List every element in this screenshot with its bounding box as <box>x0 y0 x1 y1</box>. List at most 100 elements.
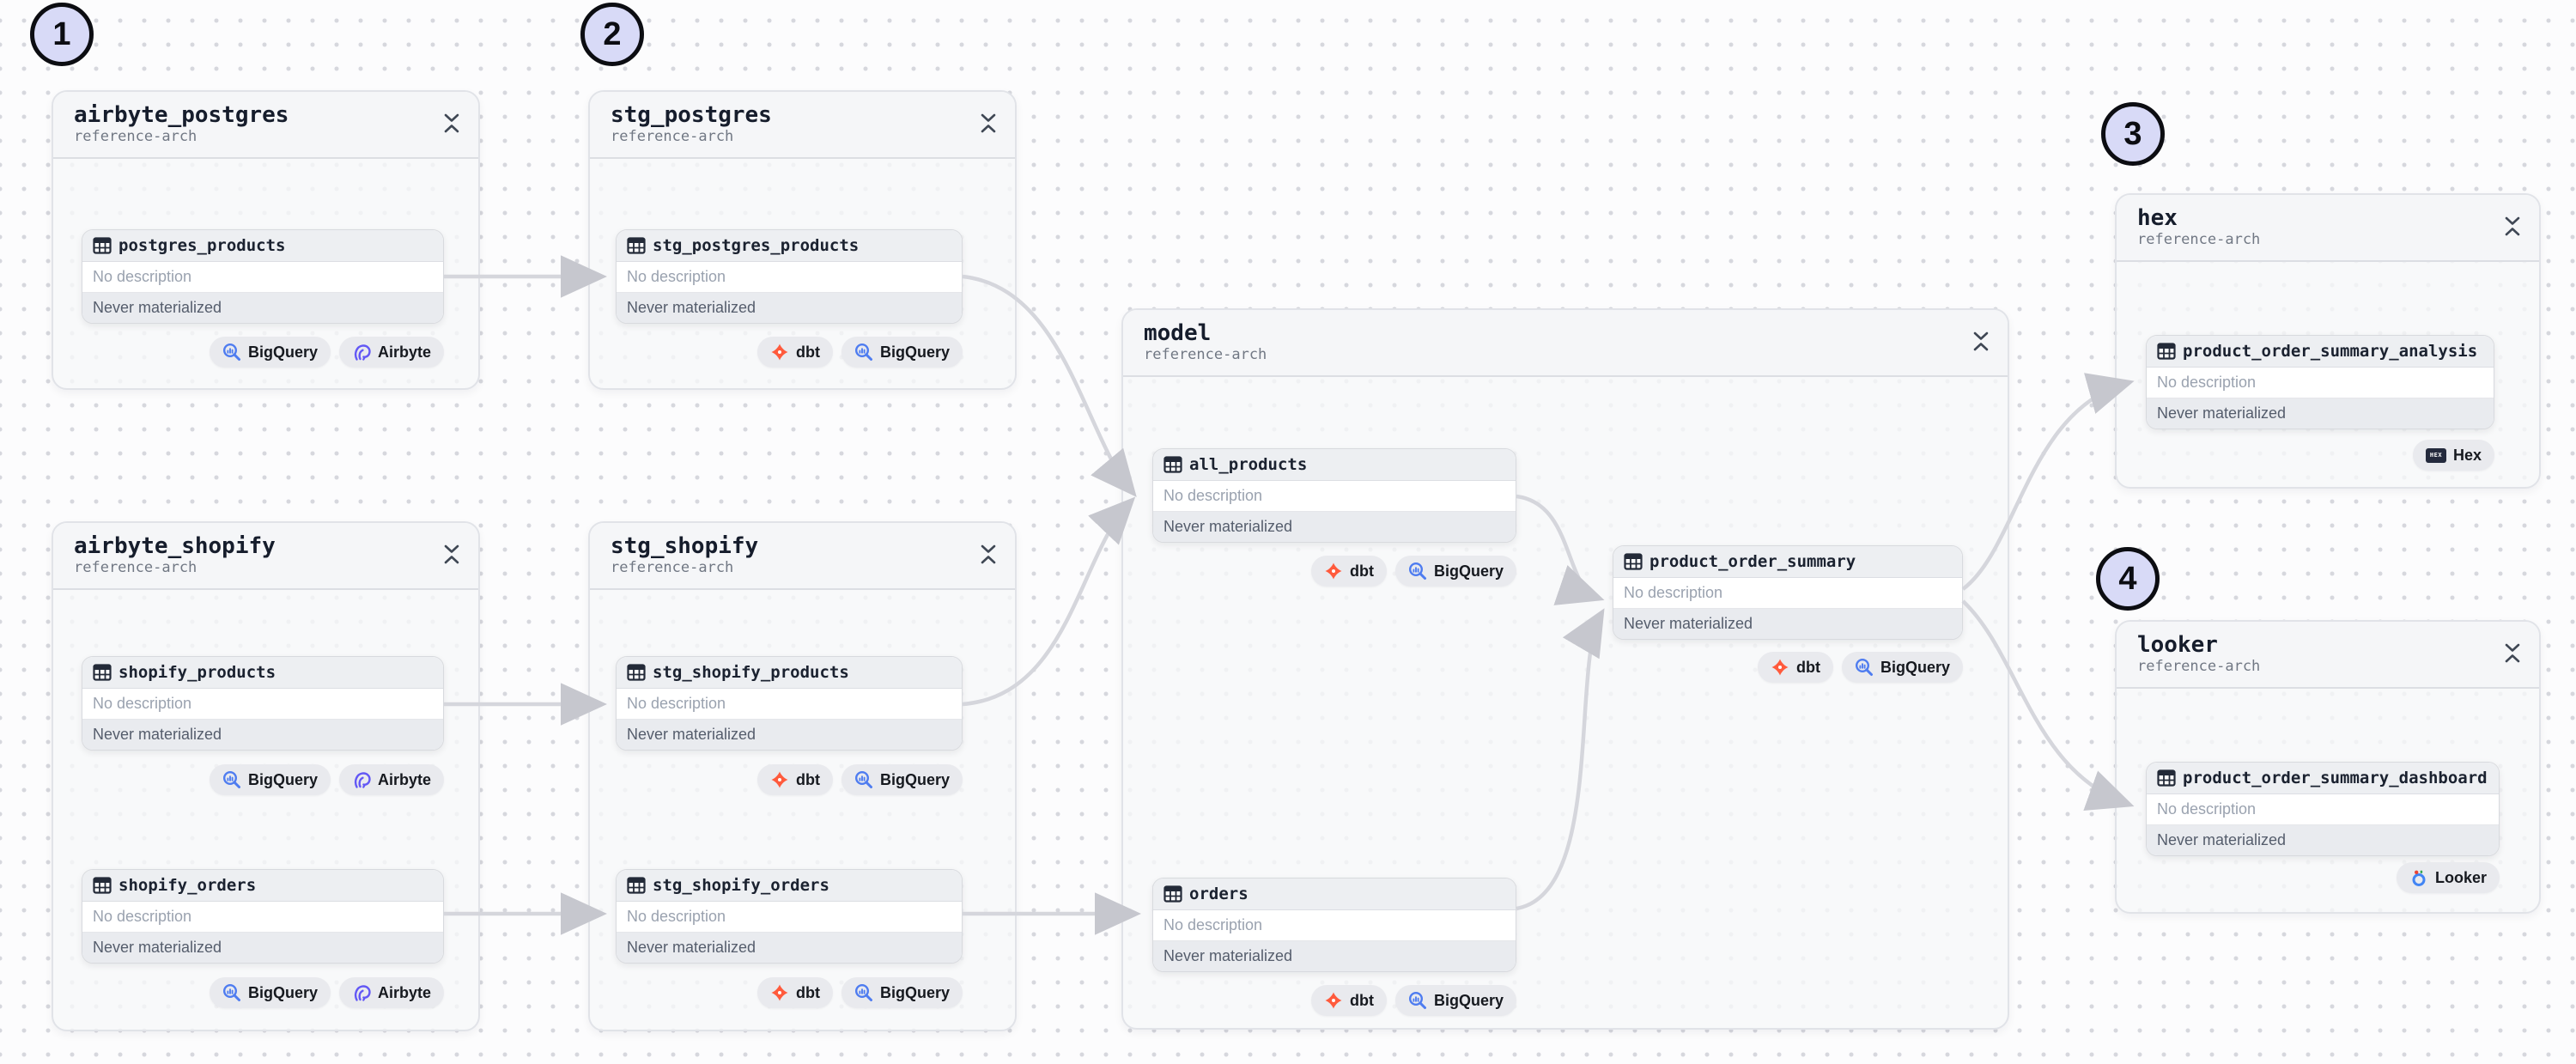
group-subtitle: reference-arch <box>74 558 197 576</box>
collapse-vertical-icon[interactable] <box>2503 642 2522 665</box>
node-description: No description <box>617 689 962 720</box>
badge-looker: Looker <box>2396 862 2500 893</box>
node-description: No description <box>617 902 962 933</box>
collapse-vertical-icon[interactable] <box>1971 331 1990 353</box>
node-shopify-orders[interactable]: shopify_orders No description Never mate… <box>82 869 444 964</box>
badge-dbt: dbt <box>756 977 833 1008</box>
annotation-marker-2: 2 <box>580 3 644 66</box>
bigquery-icon <box>222 983 240 1001</box>
table-icon <box>2157 343 2176 360</box>
looker-icon <box>2412 869 2426 886</box>
dbt-icon <box>771 771 788 788</box>
table-icon <box>93 664 112 681</box>
node-product-order-summary-analysis[interactable]: product_order_summary_analysis No descri… <box>2146 335 2494 429</box>
bigquery-icon <box>222 343 240 361</box>
node-product-order-summary-dashboard[interactable]: product_order_summary_dashboard No descr… <box>2146 762 2500 856</box>
badge-label: Hex <box>2452 446 2482 464</box>
airbyte-icon <box>354 985 371 1001</box>
group-hex[interactable]: hex reference-arch product_order_summary… <box>2115 193 2541 489</box>
node-name: shopify_products <box>118 663 276 682</box>
group-title: stg_postgres <box>611 102 772 128</box>
node-description: No description <box>1153 910 1516 941</box>
collapse-vertical-icon[interactable] <box>979 544 998 566</box>
badge-bigquery: BigQuery <box>209 764 331 795</box>
badge-label: BigQuery <box>1433 562 1504 580</box>
node-materialization: Never materialized <box>82 293 443 323</box>
group-stg-shopify[interactable]: stg_shopify reference-arch stg_shopify_p… <box>588 521 1017 1031</box>
badge-airbyte: Airbyte <box>338 977 444 1008</box>
node-orders[interactable]: orders No description Never materialized <box>1152 878 1516 972</box>
badge-row: BigQuery Airbyte <box>209 337 444 368</box>
group-stg-postgres[interactable]: stg_postgres reference-arch stg_postgres… <box>588 90 1017 390</box>
group-header: airbyte_shopify reference-arch <box>53 523 478 590</box>
badge-dbt: dbt <box>1310 985 1387 1016</box>
node-materialization: Never materialized <box>82 720 443 750</box>
node-stg-shopify-products[interactable]: stg_shopify_products No description Neve… <box>616 656 963 751</box>
node-description: No description <box>1613 578 1962 609</box>
node-materialization: Never materialized <box>2147 825 2499 855</box>
badge-row: dbt BigQuery <box>1310 556 1516 587</box>
node-postgres-products[interactable]: postgres_products No description Never m… <box>82 229 444 324</box>
badge-row: Looker <box>2396 862 2500 893</box>
dbt-icon <box>1325 992 1342 1009</box>
node-description: No description <box>2147 794 2499 825</box>
badge-row: BigQuery Airbyte <box>209 977 444 1008</box>
node-stg-shopify-orders[interactable]: stg_shopify_orders No description Never … <box>616 869 963 964</box>
table-icon <box>627 877 646 894</box>
group-title: stg_shopify <box>611 533 759 559</box>
badge-bigquery: BigQuery <box>841 337 963 368</box>
collapse-vertical-icon[interactable] <box>442 544 461 566</box>
group-title: hex <box>2137 205 2178 231</box>
badge-label: BigQuery <box>879 343 950 361</box>
node-materialization: Never materialized <box>617 293 962 323</box>
bigquery-icon <box>222 770 240 788</box>
dbt-icon <box>771 344 788 361</box>
node-stg-postgres-products[interactable]: stg_postgres_products No description Nev… <box>616 229 963 324</box>
node-materialization: Never materialized <box>2147 398 2494 429</box>
bigquery-icon <box>1408 991 1426 1009</box>
group-title: model <box>1144 320 1212 346</box>
badge-label: dbt <box>795 343 820 361</box>
badge-label: dbt <box>1795 658 1820 676</box>
node-all-products[interactable]: all_products No description Never materi… <box>1152 448 1516 543</box>
group-header: stg_postgres reference-arch <box>590 92 1015 159</box>
badge-row: BigQuery Airbyte <box>209 764 444 795</box>
badge-label: BigQuery <box>879 770 950 788</box>
bigquery-icon <box>1408 562 1426 580</box>
bigquery-icon <box>854 343 872 361</box>
badge-label: dbt <box>795 770 820 788</box>
node-name: stg_postgres_products <box>653 236 860 255</box>
marker-label: 4 <box>2118 560 2137 597</box>
node-name: stg_shopify_orders <box>653 876 829 895</box>
annotation-marker-3: 3 <box>2101 102 2165 166</box>
badge-row: dbt BigQuery <box>756 764 963 795</box>
collapse-vertical-icon[interactable] <box>2503 216 2522 238</box>
dbt-icon <box>1771 659 1789 676</box>
badge-row: dbt BigQuery <box>1757 652 1963 683</box>
table-icon <box>93 237 112 254</box>
bigquery-icon <box>854 770 872 788</box>
node-product-order-summary[interactable]: product_order_summary No description Nev… <box>1613 545 1963 640</box>
table-icon <box>1624 553 1643 570</box>
collapse-vertical-icon[interactable] <box>442 112 461 135</box>
marker-label: 3 <box>2123 115 2142 152</box>
badge-bigquery: BigQuery <box>209 977 331 1008</box>
badge-row: dbt BigQuery <box>756 337 963 368</box>
group-title: airbyte_postgres <box>74 102 289 128</box>
group-looker[interactable]: looker reference-arch product_order_summ… <box>2115 620 2541 914</box>
collapse-vertical-icon[interactable] <box>979 112 998 135</box>
badge-label: BigQuery <box>247 343 318 361</box>
group-header: model reference-arch <box>1123 310 2008 377</box>
group-airbyte-shopify[interactable]: airbyte_shopify reference-arch shopify_p… <box>52 521 480 1031</box>
node-materialization: Never materialized <box>1153 941 1516 971</box>
badge-bigquery: BigQuery <box>841 977 963 1008</box>
marker-label: 1 <box>52 15 71 52</box>
group-header: stg_shopify reference-arch <box>590 523 1015 590</box>
node-shopify-products[interactable]: shopify_products No description Never ma… <box>82 656 444 751</box>
group-model[interactable]: model reference-arch all_products No des… <box>1121 308 2009 1030</box>
group-airbyte-postgres[interactable]: airbyte_postgres reference-arch postgres… <box>52 90 480 390</box>
node-description: No description <box>1153 481 1516 512</box>
badge-bigquery: BigQuery <box>209 337 331 368</box>
group-subtitle: reference-arch <box>611 558 734 576</box>
